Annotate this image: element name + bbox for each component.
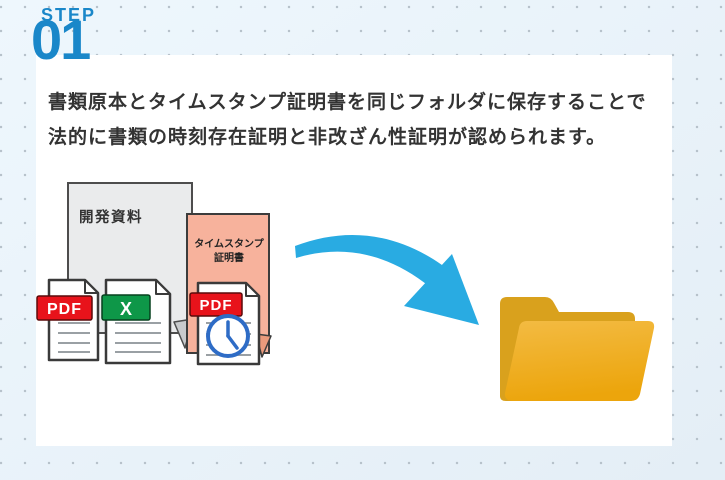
folder-icon	[500, 297, 655, 401]
step-card: 書類原本とタイムスタンプ証明書を同じフォルダに保存することで 法的に書類の時刻存…	[36, 55, 672, 446]
folder-front	[504, 321, 655, 401]
excel-badge	[101, 294, 151, 321]
timestamp-page-dogear	[245, 282, 260, 297]
timestamp-pdf-file-icon: PDF	[189, 281, 261, 366]
source-document-label: 開発資料	[79, 208, 143, 226]
pdf-file-icon: PDF	[36, 278, 100, 362]
pdf-page-dogear	[84, 279, 99, 294]
timestamp-document-label-line1: タイムスタンプ	[194, 237, 264, 250]
description-line-2: 法的に書類の時刻存在証明と非改ざん性証明が認められます。	[48, 127, 607, 148]
excel-page-lines	[115, 322, 161, 353]
pdf-badge	[36, 295, 93, 321]
arrow-icon	[295, 234, 479, 325]
excel-page-dogear	[155, 279, 171, 295]
clock-icon	[206, 314, 250, 358]
arrow-body	[295, 234, 442, 287]
step-label: STEP	[41, 5, 97, 25]
timestamp-pdf-badge	[189, 292, 243, 317]
excel-file-icon: X	[101, 278, 172, 365]
arrow-head	[404, 254, 479, 325]
timestamp-document-label-line2: 証明書	[214, 251, 244, 264]
excel-badge-label: X	[120, 299, 132, 319]
timestamp-pdf-badge-label: PDF	[200, 297, 233, 314]
illustration: 開発資料 タイムスタンプ 証明書 PDF	[36, 182, 655, 401]
step-number: 01	[31, 8, 91, 71]
step-description: 書類原本とタイムスタンプ証明書を同じフォルダに保存することで 法的に書類の時刻存…	[48, 85, 663, 155]
pdf-page-lines	[58, 322, 90, 353]
pdf-badge-label: PDF	[47, 301, 82, 318]
description-line-1: 書類原本とタイムスタンプ証明書を同じフォルダに保存することで	[48, 92, 647, 113]
